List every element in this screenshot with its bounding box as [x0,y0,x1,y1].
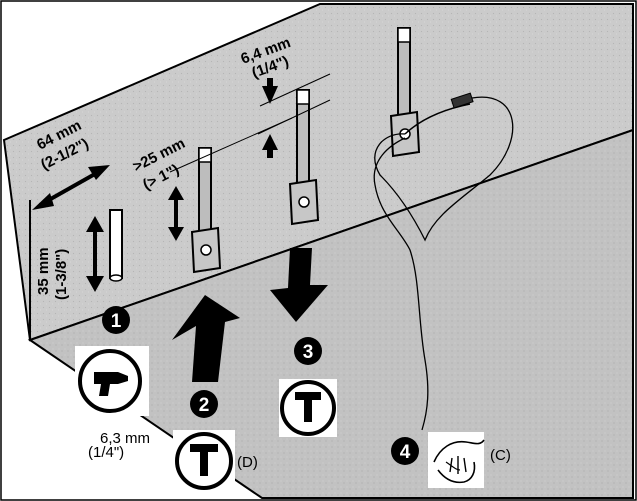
ceiling-surface [2,3,634,342]
dimension-depth: 35 mm (1-3/8") [35,216,104,300]
wire-cable [373,92,514,431]
step-2-number: 2 [199,395,210,416]
step-1: 1 [102,306,130,334]
step-3: 3 [294,337,322,365]
step-4-number: 4 [400,442,411,463]
step-2-label: (D) [237,454,258,471]
push-down-arrow [270,248,328,322]
depth-in-label: (1-3/8") [53,249,70,300]
step-2: 2 [190,390,218,418]
step-4: 4 [391,437,419,465]
hammer-icon-step-3 [279,379,337,437]
depth-mm-label: 35 mm [35,247,52,295]
hand-icon [428,432,485,488]
drill-in-label: (1/4") [88,444,124,461]
drill-icon [75,346,149,416]
drill-mm-label: 6,3 mm [100,430,150,447]
anchor-rod-1 [109,209,123,282]
hammer-icon-step-2 [173,430,235,492]
push-up-arrow [172,295,240,382]
anchor-rod-2 [190,147,222,274]
step-3-number: 3 [303,342,314,363]
anchor-rod-3 [288,89,320,226]
step-4-label: (C) [490,447,511,464]
step-1-number: 1 [111,311,122,332]
